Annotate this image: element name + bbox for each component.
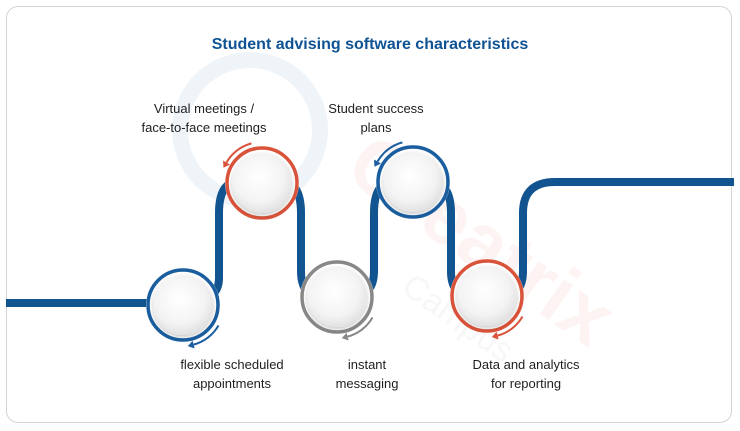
step-node-5 <box>450 259 524 340</box>
node-ring <box>450 259 524 333</box>
step-node-4 <box>374 141 450 219</box>
arrow-arc-icon <box>193 324 220 346</box>
diagram-frame <box>6 6 732 423</box>
arrow-head-icon <box>341 332 349 341</box>
arrow-head-icon <box>223 160 230 168</box>
node-ring <box>146 268 220 342</box>
node-ring <box>300 260 374 334</box>
arrow-arc-icon <box>225 142 252 164</box>
step-label-4: Student success plans <box>328 101 424 135</box>
arrow-head-icon <box>491 331 499 340</box>
node-ring <box>376 145 450 219</box>
arrow-arc-icon <box>497 315 524 337</box>
step-label-3: instant messaging <box>335 357 399 391</box>
step-node-3 <box>300 260 374 341</box>
arrow-arc-icon <box>347 316 374 338</box>
node-disc <box>307 267 367 327</box>
arrow-head-icon <box>187 340 195 349</box>
step-node-1 <box>146 268 220 349</box>
step-node-2 <box>223 142 299 220</box>
arrow-head-icon <box>374 159 381 167</box>
step-label-2: Virtual meetings / face-to-face meetings <box>141 101 267 135</box>
node-disc <box>457 266 517 326</box>
arrow-arc-icon <box>376 141 403 163</box>
page-title: Student advising software characteristic… <box>211 36 529 53</box>
node-ring <box>225 146 299 220</box>
node-disc <box>232 153 292 213</box>
step-label-1: flexible scheduled appointments <box>180 357 284 391</box>
node-disc <box>383 152 443 212</box>
step-label-5: Data and analytics for reporting <box>472 357 580 391</box>
node-disc <box>153 275 213 335</box>
